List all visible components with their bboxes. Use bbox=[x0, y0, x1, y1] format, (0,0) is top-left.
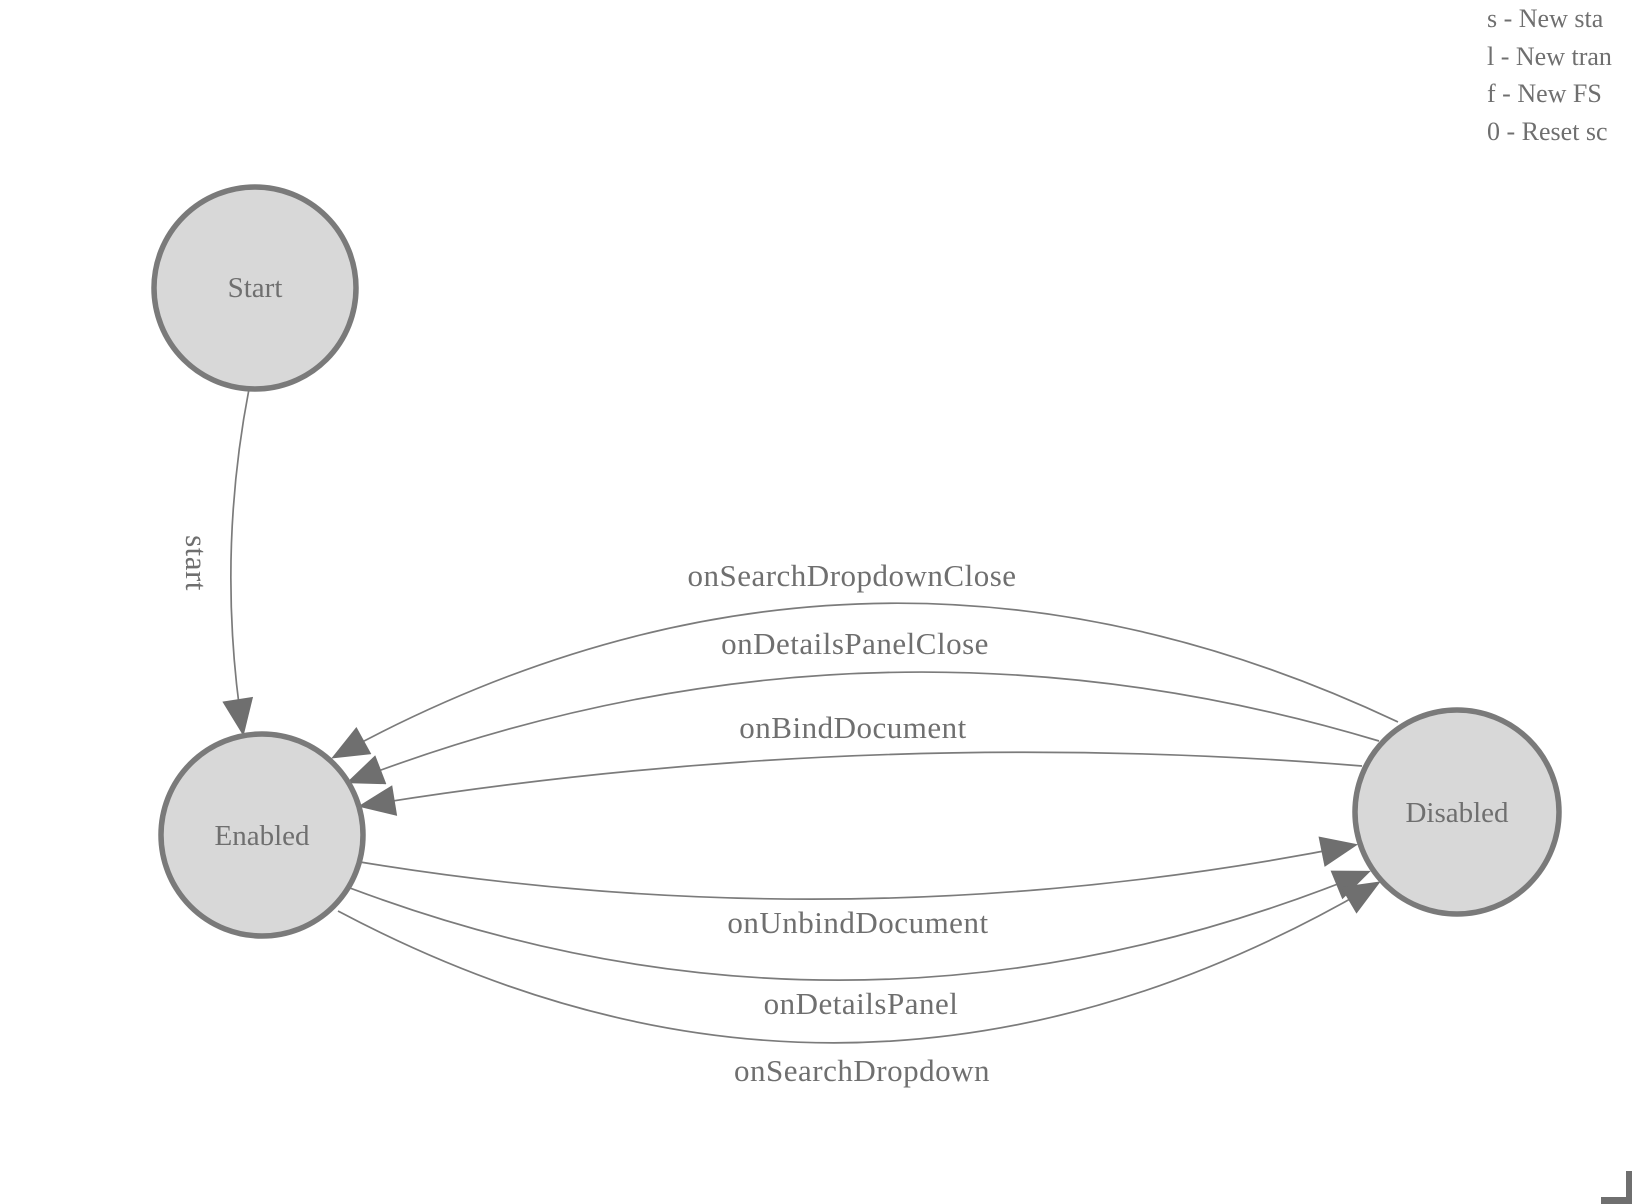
state-node-start[interactable] bbox=[151, 184, 359, 392]
state-node-disabled[interactable] bbox=[1352, 707, 1562, 917]
transition-label-onunbinddocument[interactable]: onUnbindDocument bbox=[727, 905, 988, 940]
transition-edge-onsearchdropdownclose[interactable] bbox=[331, 602, 1399, 759]
transition-label-onsearchdropdown[interactable]: onSearchDropdown bbox=[734, 1053, 990, 1088]
transition-edge-onbinddocument[interactable] bbox=[357, 751, 1363, 816]
canvas-corner-bracket-horizontal bbox=[1601, 1197, 1632, 1204]
state-node-disabled-label: Disabled bbox=[1405, 797, 1509, 829]
transition-label-ondetailspanelclose[interactable]: onDetailsPanelClose bbox=[721, 626, 989, 661]
state-node-start-label: Start bbox=[228, 272, 283, 304]
legend-line-new-state: s - New sta bbox=[1487, 4, 1604, 33]
legend-line-reset-scale: 0 - Reset sc bbox=[1487, 116, 1608, 146]
transition-label-ondetailspanel[interactable]: onDetailsPanel bbox=[764, 986, 959, 1021]
transition-edge-onsearchdropdown[interactable] bbox=[337, 881, 1381, 1044]
transition-label-start[interactable]: start bbox=[179, 535, 214, 591]
legend-line-new-fsm: f - New FS bbox=[1487, 79, 1602, 108]
legend-line-new-transition: l - New tran bbox=[1487, 41, 1612, 71]
transition-edge-ondetailspanelclose[interactable] bbox=[346, 671, 1380, 785]
state-node-enabled[interactable] bbox=[158, 731, 366, 939]
transition-edge-ondetailspanel[interactable] bbox=[349, 870, 1371, 982]
transition-label-onbinddocument[interactable]: onBindDocument bbox=[739, 710, 966, 745]
transition-edge-start[interactable] bbox=[222, 388, 254, 737]
state-node-enabled-label: Enabled bbox=[214, 820, 310, 852]
transition-edge-onunbinddocument[interactable] bbox=[359, 836, 1359, 900]
transition-label-onsearchdropdownclose[interactable]: onSearchDropdownClose bbox=[687, 558, 1016, 593]
shortcut-legend: s - New sta l - New tran f - New FS 0 - … bbox=[1487, 0, 1612, 150]
canvas-corner-bracket-vertical bbox=[1626, 1171, 1632, 1204]
